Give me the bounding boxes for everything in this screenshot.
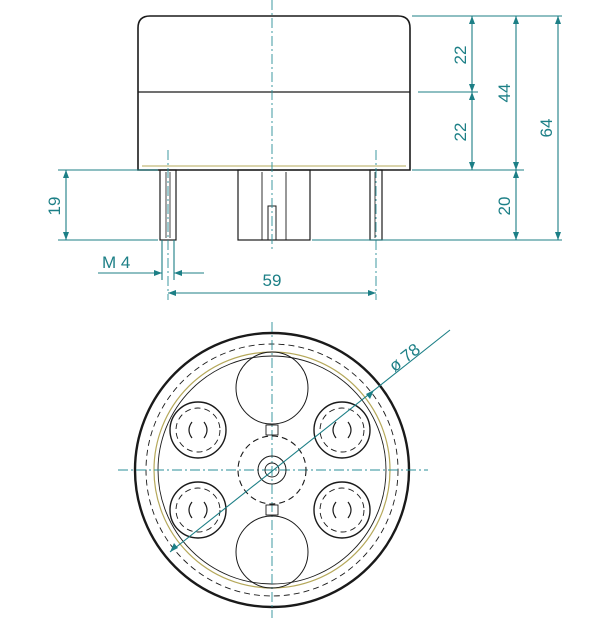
arrow [555, 232, 561, 240]
arrow [63, 232, 69, 240]
socket-lower-right [313, 481, 371, 539]
socket-upper-right [313, 401, 371, 459]
arrow [168, 290, 176, 296]
dim-label-19: 19 [45, 197, 64, 216]
dim-label-59: 59 [263, 271, 282, 290]
center-socket [237, 435, 307, 505]
arrow [513, 162, 519, 170]
socket-top-notch [265, 424, 279, 436]
arrow [555, 16, 561, 24]
arrow [469, 162, 475, 170]
arrow [366, 390, 374, 399]
housing-outline [137, 15, 411, 171]
arrow [513, 170, 519, 178]
arrow [154, 270, 162, 276]
dim-label-44: 44 [495, 84, 514, 103]
arrow [63, 170, 69, 178]
arrow [513, 232, 519, 240]
socket-upper-left [169, 401, 227, 459]
center-socket-core [264, 462, 280, 478]
arrow [170, 543, 178, 552]
center-connector [237, 169, 311, 241]
arrow [469, 92, 475, 100]
arrow [469, 84, 475, 92]
arrow [368, 290, 376, 296]
arrow [174, 270, 182, 276]
arrow [469, 16, 475, 24]
dim-label-diameter: ø 78 [385, 340, 424, 376]
dim-label-m4: M 4 [102, 253, 130, 272]
socket-top [235, 351, 309, 425]
dim-label-64: 64 [537, 119, 556, 138]
socket-bottom-notch [265, 504, 279, 516]
dim-label-22-top: 22 [451, 46, 470, 65]
diameter-leader [169, 329, 451, 553]
socket-lower-left [169, 481, 227, 539]
center-socket-inner [257, 455, 287, 485]
arrow [513, 16, 519, 24]
dim-label-20: 20 [495, 197, 514, 216]
bottom-view: ø 78 [118, 322, 451, 618]
socket-bottom [235, 515, 309, 589]
dim-label-22-mid: 22 [451, 123, 470, 142]
side-view: 22 22 44 20 64 19 M 4 59 [45, 0, 562, 300]
